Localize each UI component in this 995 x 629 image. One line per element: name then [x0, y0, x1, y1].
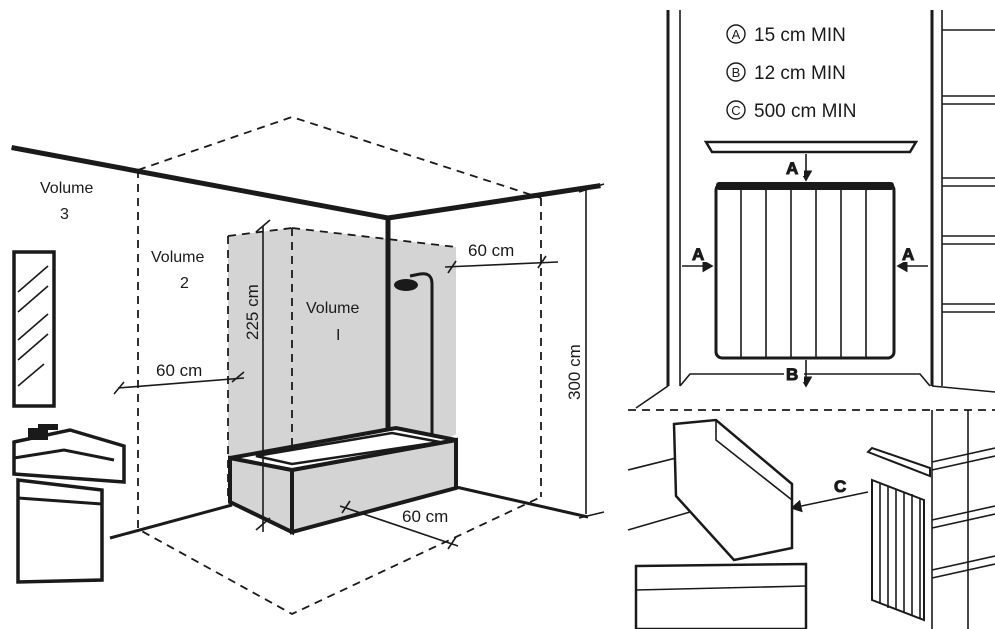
- dimension-lines: [113, 183, 605, 550]
- legend-item-b-marker: B: [732, 65, 741, 80]
- clearance-legend: A 15 cm MIN B 12 cm MIN C 500 cm MIN: [726, 24, 856, 122]
- legend-item-b: B 12 cm MIN: [726, 62, 846, 84]
- lower-shelving: [931, 410, 995, 629]
- radiator-clearance-illustration: A A A B C A 15 cm MIN B 12 cm MIN C: [627, 10, 995, 629]
- living-room-illustration: [627, 410, 995, 629]
- legend-item-a-marker: A: [732, 27, 741, 42]
- legend-item-a: A 15 cm MIN: [726, 24, 846, 46]
- dim-vol2-depth-label: 60 cm: [468, 241, 514, 260]
- legend-item-b-text: 12 cm MIN: [754, 63, 846, 84]
- clearance-top-marker: A: [786, 159, 798, 178]
- couch-illustration: [672, 418, 794, 562]
- volume1-label: Volume: [306, 300, 359, 317]
- clearance-bottom-marker: B: [786, 365, 798, 384]
- legend-item-c-text: 500 cm MIN: [754, 101, 856, 122]
- dim-vol2-width-label: 60 cm: [156, 361, 202, 380]
- clearance-left-marker: A: [692, 245, 704, 264]
- room-walls: [11, 145, 601, 540]
- clearance-couch-marker: C: [834, 477, 846, 496]
- clearance-arrows: [682, 154, 928, 513]
- volume3-number: 3: [60, 206, 69, 223]
- side-shelving: [942, 29, 995, 313]
- dim-height-300-label: 300 cm: [565, 344, 584, 400]
- volume2-label: Volume: [151, 249, 204, 266]
- legend-item-a-text: 15 cm MIN: [754, 25, 846, 46]
- volume2-number: 2: [180, 275, 189, 292]
- volume3-label: Volume: [40, 180, 93, 197]
- legend-item-c: C 500 cm MIN: [726, 100, 856, 122]
- clearance-markers: A A A B C: [690, 158, 920, 497]
- sink-vanity-illustration: [12, 424, 126, 584]
- bathtub-illustration: [228, 425, 458, 536]
- mirror-illustration: [12, 250, 56, 408]
- shelf-illustration: [703, 140, 919, 154]
- shower-illustration: [394, 272, 434, 436]
- clearance-right-marker: A: [902, 245, 914, 264]
- alcove-walls: [635, 10, 995, 409]
- legend-item-c-marker: C: [731, 103, 740, 118]
- small-radiator-illustration: [871, 478, 925, 622]
- bathroom-zones-illustration: Volume 3 Volume 2 Volume I 60 cm 60 cm 6…: [11, 116, 605, 616]
- volume1-number: I: [336, 327, 340, 344]
- dim-height-225-label: 225 cm: [243, 284, 262, 340]
- bathroom-labels: Volume 3 Volume 2 Volume I 60 cm 60 cm 6…: [40, 180, 584, 526]
- dim-floor-label: 60 cm: [402, 507, 448, 526]
- radiator-illustration: [714, 182, 896, 360]
